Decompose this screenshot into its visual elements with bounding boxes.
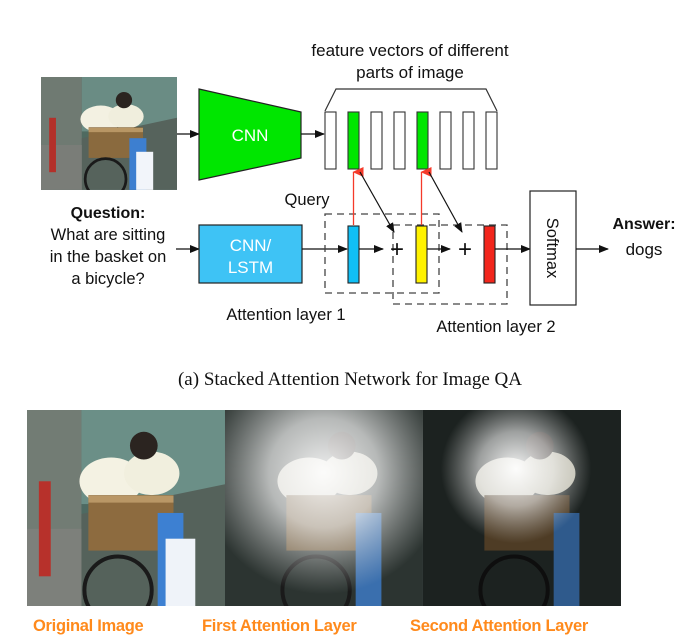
first-attention-map <box>225 410 423 606</box>
query-label: Query <box>285 191 331 209</box>
cnn-lstm-label-line1: CNN/ <box>230 236 272 255</box>
san-architecture-diagram: feature vectors of different parts of im… <box>50 41 676 336</box>
feature-vector <box>439 111 452 170</box>
label-original-image: Original Image <box>33 617 144 635</box>
cnn-block <box>198 88 302 181</box>
label-first-attention-layer: First Attention Layer <box>202 617 357 635</box>
panel-first-attention-layer <box>225 410 423 606</box>
second-attention-map <box>423 410 621 606</box>
answer-heading: Answer: <box>612 216 675 233</box>
feature-vector <box>462 111 475 170</box>
figure-caption: (a) Stacked Attention Network for Image … <box>177 369 522 390</box>
label-second-attention-layer: Second Attention Layer <box>410 617 588 635</box>
feature-vector <box>370 111 383 170</box>
attention-layer2-label: Attention layer 2 <box>436 318 555 336</box>
cnn-lstm-block <box>198 224 303 284</box>
question-line2: in the basket on <box>50 248 167 266</box>
question-line1: What are sitting <box>51 226 166 244</box>
cnn-label: CNN <box>232 126 269 145</box>
feature-vector <box>485 111 498 170</box>
panel-second-attention-layer <box>423 410 621 606</box>
question-heading: Question: <box>71 205 146 222</box>
answer-value: dogs <box>626 240 663 259</box>
feature-vectors-label-line1: feature vectors of different <box>311 41 508 60</box>
feature-bracket <box>324 88 498 112</box>
layer1-vector <box>415 225 428 284</box>
weighted-feature-arrow-2 <box>428 171 463 233</box>
plus-sign-2: + <box>458 236 472 263</box>
feature-vector-attended <box>416 111 429 170</box>
feature-vectors-label-line2: parts of image <box>356 63 464 82</box>
layer2-vector <box>483 225 496 284</box>
dog-basket-bicycle-photo <box>41 77 177 190</box>
feature-vector <box>393 111 406 170</box>
original-photo <box>27 410 225 606</box>
question-line3: a bicycle? <box>71 270 144 288</box>
panel-original-image <box>27 410 225 606</box>
weighted-feature-arrow-1 <box>359 171 395 233</box>
softmax-block <box>529 190 577 306</box>
feature-vector-attended <box>347 111 360 170</box>
input-image <box>41 77 177 190</box>
plus-sign-1: + <box>390 236 404 263</box>
feature-vectors-group <box>324 111 498 170</box>
query-vector <box>347 225 360 284</box>
attention-layer1-label: Attention layer 1 <box>226 306 345 324</box>
feature-vector <box>324 111 337 170</box>
softmax-label: Softmax <box>543 218 561 279</box>
cnn-lstm-label-line2: LSTM <box>228 258 273 277</box>
